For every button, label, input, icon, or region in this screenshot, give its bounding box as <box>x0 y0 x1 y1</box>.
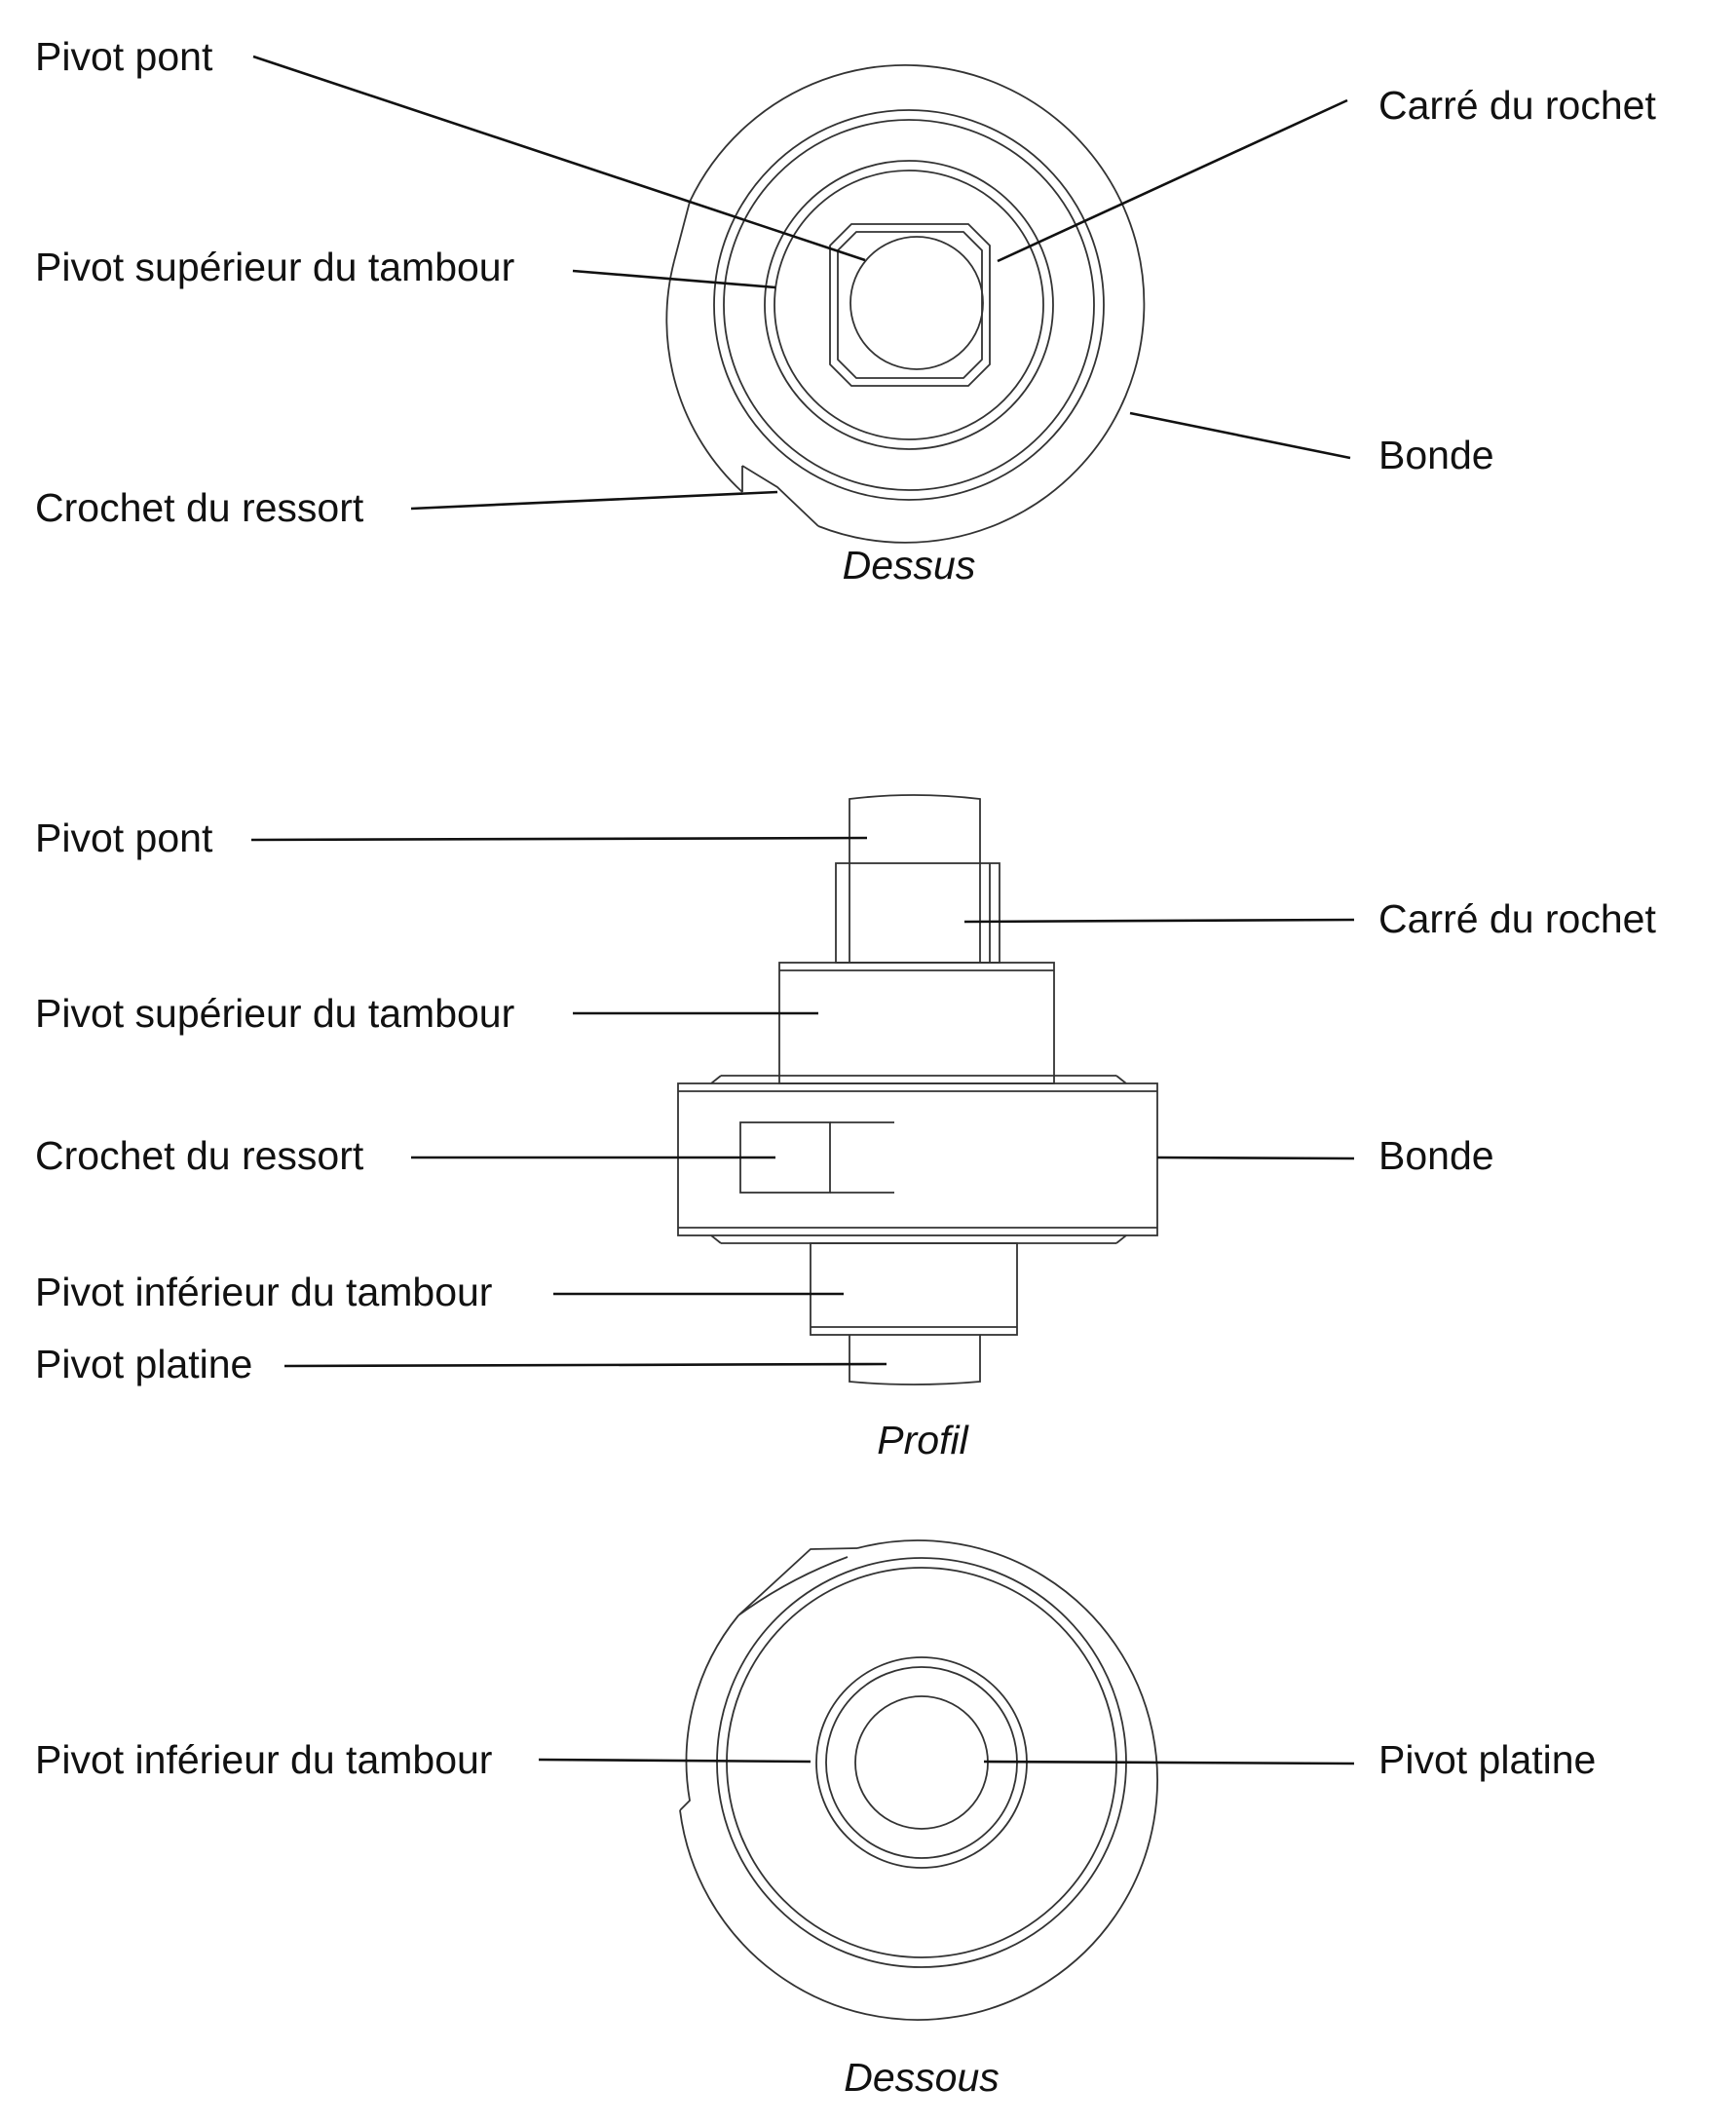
leader-top-pivot-superieur <box>572 269 776 289</box>
profile-view: Pivot pont Pivot supérieur du tambour Cr… <box>35 794 1656 1462</box>
label-top-pivot-pont: Pivot pont <box>35 34 213 79</box>
label-profile-pivot-inferieur: Pivot inférieur du tambour <box>35 1270 492 1314</box>
bottom-bonde-outer <box>679 1539 1158 2021</box>
leader-top-bonde <box>1129 411 1351 460</box>
profile-barrel-drum <box>677 1082 1158 1236</box>
profile-lower-arbor <box>810 1242 1018 1336</box>
profile-drum-top-lip-left <box>710 1075 722 1084</box>
label-bottom-pivot-inferieur: Pivot inférieur du tambour <box>35 1737 492 1782</box>
profile-upper-arbor <box>778 962 1055 1084</box>
top-rim-circle-inner <box>723 119 1095 491</box>
leader-bottom-pivot-platine <box>983 1760 1355 1765</box>
top-pivot-pont-circle <box>849 236 984 370</box>
top-ratchet-square-inner <box>837 231 983 379</box>
bottom-view-leaders <box>538 1758 1355 1765</box>
label-profile-pivot-pont: Pivot pont <box>35 816 213 860</box>
leader-top-crochet-ressort <box>410 490 778 511</box>
leader-profile-pivot-pont <box>250 836 868 842</box>
top-spring-hook <box>741 465 819 527</box>
label-profile-pivot-platine: Pivot platine <box>35 1342 252 1386</box>
top-arbor-circle-inner <box>774 170 1044 440</box>
label-top-carre-rochet: Carré du rochet <box>1378 83 1656 128</box>
label-profile-crochet-ressort: Crochet du ressort <box>35 1133 364 1178</box>
profile-pivot-platine <box>849 1335 981 1385</box>
caption-profile-view: Profil <box>877 1418 969 1462</box>
caption-top-view: Dessus <box>843 543 976 588</box>
top-ratchet-square-outer <box>829 223 991 387</box>
label-profile-bonde: Bonde <box>1378 1133 1494 1178</box>
label-profile-carre-rochet: Carré du rochet <box>1378 896 1656 941</box>
leader-bottom-pivot-inferieur <box>538 1758 811 1764</box>
top-view: Pivot pont Pivot supérieur du tambour Cr… <box>35 34 1656 588</box>
profile-pivot-pont <box>849 794 981 863</box>
top-view-drawing <box>665 64 1146 544</box>
label-top-pivot-superieur: Pivot supérieur du tambour <box>35 245 514 289</box>
label-bottom-pivot-platine: Pivot platine <box>1378 1737 1596 1782</box>
label-top-crochet-ressort: Crochet du ressort <box>35 485 364 530</box>
leader-top-pivot-pont <box>252 55 866 262</box>
bottom-spring-hook <box>737 1547 858 1616</box>
profile-drum-bottom-lip-right <box>1115 1234 1127 1244</box>
profile-drum-bottom-lip-left <box>710 1234 722 1244</box>
profile-drum-top-lip-right <box>1115 1075 1127 1084</box>
top-bonde-hook-notch <box>673 201 691 262</box>
profile-view-drawing <box>677 794 1158 1385</box>
top-arbor-circle-outer <box>764 160 1054 450</box>
caption-bottom-view: Dessous <box>844 2055 1000 2100</box>
profile-view-leaders <box>250 836 1355 1368</box>
leader-profile-carre-rochet <box>963 918 1355 924</box>
bottom-view: Pivot inférieur du tambour Pivot platine… <box>35 1539 1596 2100</box>
leader-profile-bonde <box>1156 1156 1355 1160</box>
top-bonde-inner-edge <box>665 260 743 493</box>
label-top-bonde: Bonde <box>1378 433 1494 477</box>
bottom-bonde-inner-edge <box>679 1614 739 1811</box>
bottom-pivot-platine-circle <box>854 1695 989 1830</box>
leader-profile-pivot-platine <box>283 1362 887 1368</box>
label-profile-pivot-superieur: Pivot supérieur du tambour <box>35 991 514 1036</box>
bottom-view-drawing <box>679 1539 1158 2021</box>
top-view-leaders <box>252 55 1351 511</box>
top-bonde-outer <box>689 64 1146 544</box>
profile-ratchet-square <box>835 862 1000 964</box>
top-rim-circle-outer <box>713 109 1105 501</box>
leader-top-carre-rochet <box>997 98 1348 263</box>
